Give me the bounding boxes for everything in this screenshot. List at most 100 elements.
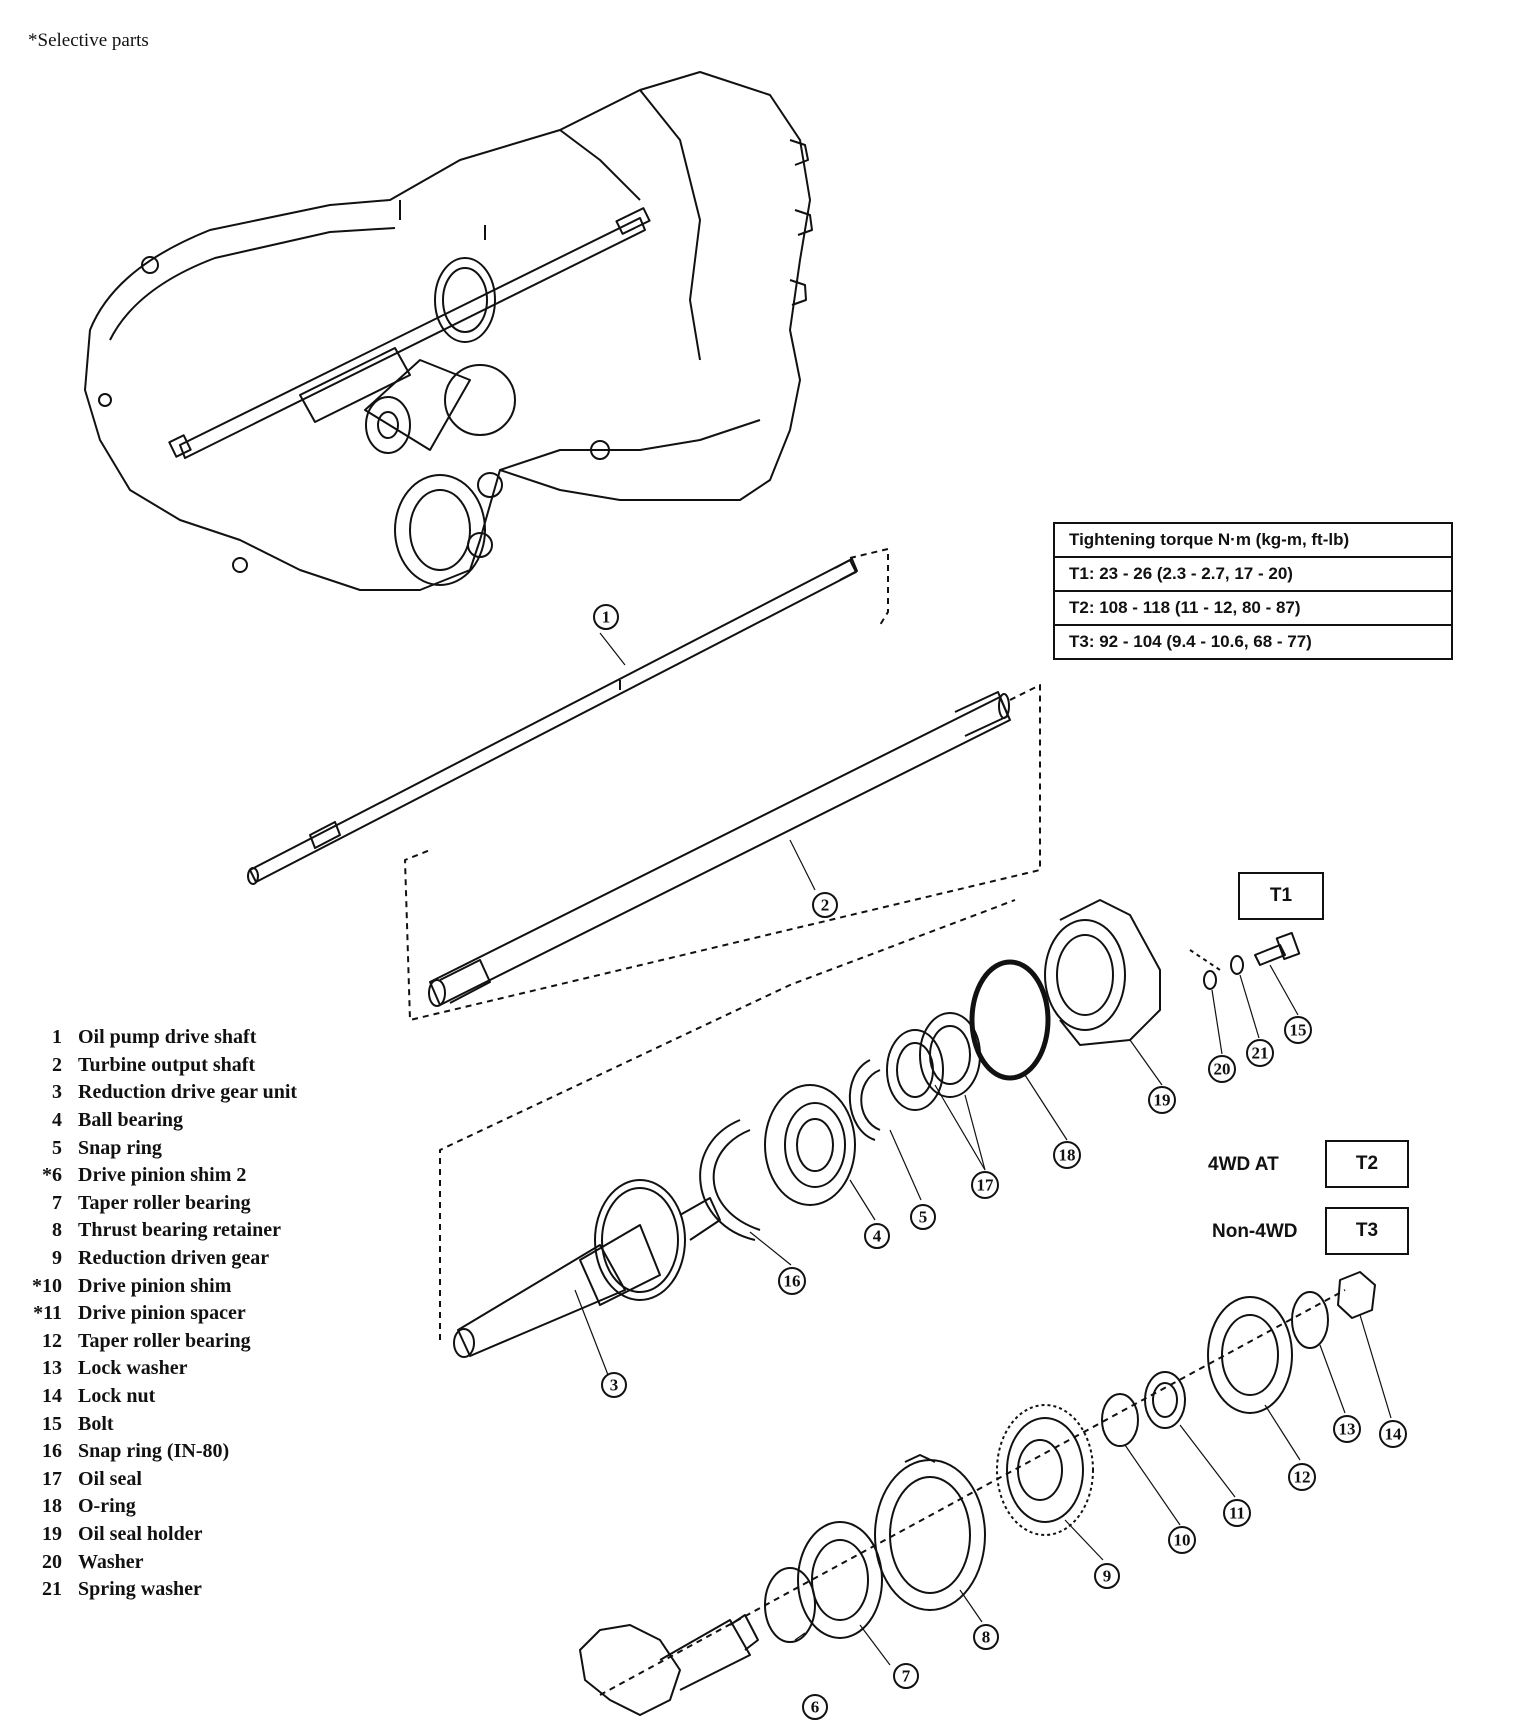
callout-16: 16 bbox=[778, 1267, 806, 1295]
drive-pinion bbox=[579, 1614, 759, 1716]
callout-7: 7 bbox=[893, 1663, 919, 1689]
o-ring bbox=[969, 959, 1051, 1081]
oil-seal-holder bbox=[1044, 899, 1161, 1046]
svg-text:9: 9 bbox=[1103, 1567, 1112, 1586]
svg-text:3: 3 bbox=[610, 1376, 619, 1395]
svg-text:11: 11 bbox=[1229, 1504, 1245, 1523]
thrust-bearing-retainer bbox=[874, 1454, 986, 1611]
callout-15: 15 bbox=[1284, 1016, 1312, 1044]
svg-text:16: 16 bbox=[784, 1272, 801, 1291]
callout-4: 4 bbox=[864, 1223, 890, 1249]
drive-pinion-shim bbox=[1101, 1393, 1139, 1447]
lock-nut bbox=[1337, 1271, 1376, 1319]
torque-row-t3: T3: 92 - 104 (9.4 - 10.6, 68 - 77) bbox=[1053, 624, 1453, 660]
svg-text:21: 21 bbox=[1252, 1044, 1269, 1063]
torque-row-t2: T2: 108 - 118 (11 - 12, 80 - 87) bbox=[1053, 590, 1453, 626]
transmission-case bbox=[84, 71, 813, 591]
tightening-torque-table: Tightening torque N·m (kg-m, ft-lb) T1: … bbox=[1053, 522, 1453, 660]
callout-18: 18 bbox=[1053, 1141, 1081, 1169]
torque-tag-t2: T2 bbox=[1325, 1140, 1409, 1188]
variant-non-4wd: Non-4WD bbox=[1212, 1221, 1298, 1242]
snap-ring-5 bbox=[848, 1059, 881, 1141]
callout-12: 12 bbox=[1288, 1463, 1316, 1491]
svg-text:18: 18 bbox=[1059, 1146, 1076, 1165]
svg-text:4: 4 bbox=[873, 1227, 882, 1246]
callout-21: 21 bbox=[1246, 1039, 1274, 1067]
callout-11: 11 bbox=[1223, 1499, 1251, 1527]
lock-washer bbox=[1291, 1291, 1329, 1349]
oil-seals bbox=[886, 1012, 981, 1111]
callout-1: 1 bbox=[593, 604, 619, 630]
spring-washer bbox=[1230, 955, 1244, 975]
callout-20: 20 bbox=[1208, 1055, 1236, 1083]
callout-19: 19 bbox=[1148, 1086, 1176, 1114]
svg-text:5: 5 bbox=[919, 1208, 928, 1227]
selective-parts-note: *Selective parts bbox=[28, 30, 149, 51]
svg-text:13: 13 bbox=[1339, 1420, 1356, 1439]
callout-17: 17 bbox=[971, 1171, 999, 1199]
turbine-output-shaft bbox=[428, 691, 1011, 1007]
svg-text:15: 15 bbox=[1290, 1021, 1307, 1040]
callout-6: 6 bbox=[802, 1694, 828, 1720]
torque-table-header: Tightening torque N·m (kg-m, ft-lb) bbox=[1053, 522, 1453, 558]
reduction-drive-gear-unit bbox=[453, 1179, 721, 1358]
svg-text:10: 10 bbox=[1174, 1531, 1191, 1550]
svg-text:12: 12 bbox=[1294, 1468, 1311, 1487]
callout-8: 8 bbox=[973, 1624, 999, 1650]
snap-ring-16 bbox=[699, 1119, 761, 1241]
svg-text:1: 1 bbox=[602, 608, 611, 627]
washer bbox=[1203, 970, 1217, 990]
torque-row-t1: T1: 23 - 26 (2.3 - 2.7, 17 - 20) bbox=[1053, 556, 1453, 592]
svg-text:17: 17 bbox=[977, 1176, 995, 1195]
callout-5: 5 bbox=[910, 1204, 936, 1230]
torque-tag-t1: T1 bbox=[1238, 872, 1324, 920]
callout-14: 14 bbox=[1379, 1420, 1407, 1448]
bolt bbox=[1254, 931, 1301, 966]
svg-text:8: 8 bbox=[982, 1628, 991, 1647]
svg-text:14: 14 bbox=[1385, 1425, 1403, 1444]
callout-9: 9 bbox=[1094, 1563, 1120, 1589]
callout-2: 2 bbox=[812, 892, 838, 918]
reduction-driven-gear bbox=[996, 1404, 1094, 1536]
svg-text:2: 2 bbox=[821, 896, 830, 915]
svg-text:7: 7 bbox=[902, 1667, 911, 1686]
torque-tag-t3: T3 bbox=[1325, 1207, 1409, 1255]
case-internal-shaft bbox=[168, 207, 651, 459]
callout-13: 13 bbox=[1333, 1415, 1361, 1443]
svg-text:19: 19 bbox=[1154, 1091, 1171, 1110]
svg-text:6: 6 bbox=[811, 1698, 820, 1717]
taper-roller-bearing-7 bbox=[797, 1521, 883, 1639]
svg-text:20: 20 bbox=[1214, 1060, 1231, 1079]
oil-pump-drive-shaft bbox=[247, 558, 858, 885]
taper-roller-bearing-12 bbox=[1207, 1296, 1293, 1414]
drive-pinion-spacer bbox=[1144, 1371, 1186, 1429]
drive-pinion-shim-2 bbox=[764, 1567, 816, 1643]
ball-bearing bbox=[764, 1084, 856, 1206]
callout-3: 3 bbox=[601, 1372, 627, 1398]
variant-4wd-at: 4WD AT bbox=[1208, 1154, 1279, 1175]
callout-10: 10 bbox=[1168, 1526, 1196, 1554]
